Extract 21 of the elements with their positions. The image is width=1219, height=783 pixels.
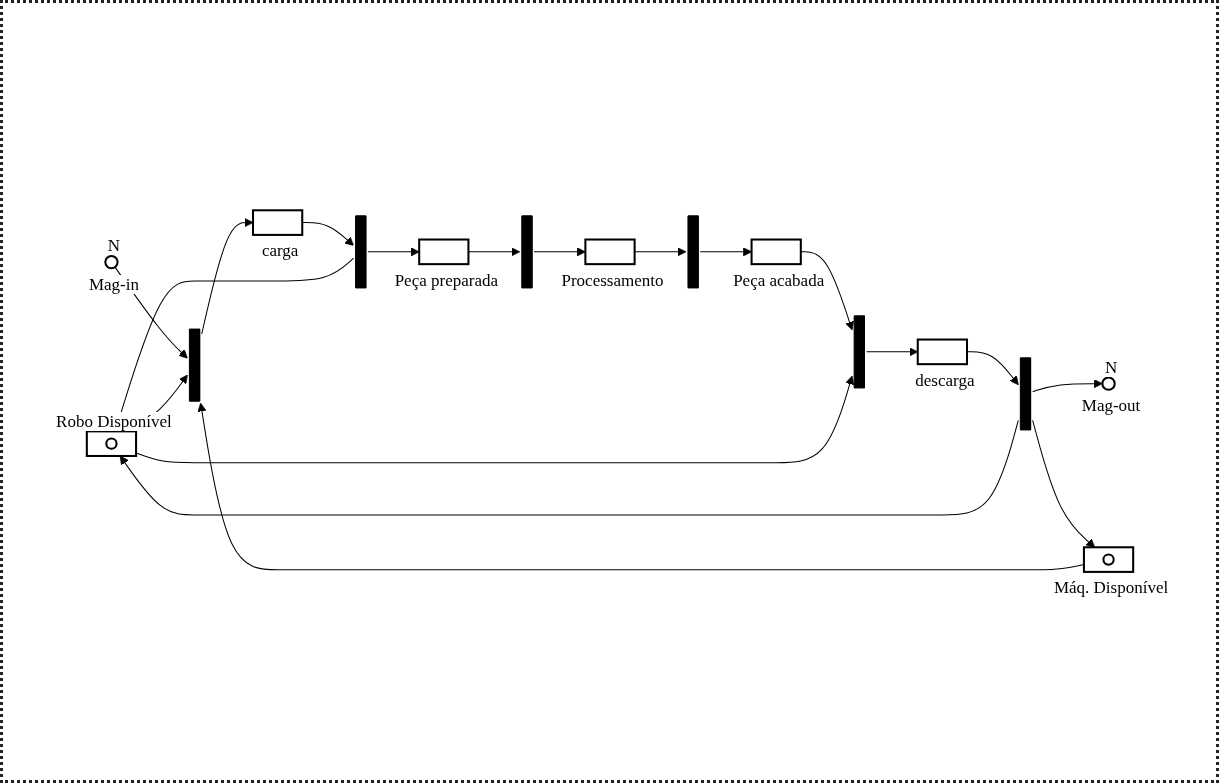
arrow: [467, 247, 520, 257]
node-box: [85, 430, 137, 458]
node-box: [750, 238, 802, 266]
arrow: [196, 403, 1084, 571]
node-circle: [103, 255, 119, 270]
place-label: Máq. Disponível: [1051, 578, 1171, 598]
node-box: [916, 338, 968, 366]
place-label: Mag-in: [86, 274, 141, 294]
node-box: [251, 209, 303, 237]
arrow: [1031, 379, 1103, 393]
node-box: [417, 238, 469, 266]
node-circle: [1100, 376, 1116, 392]
arrow: [865, 347, 918, 357]
arrow: [301, 222, 354, 247]
place-label: Robo Disponível: [54, 411, 174, 431]
node-box: [1082, 546, 1134, 574]
arrow: [135, 376, 854, 464]
arrow: [699, 247, 752, 257]
arrow: [200, 218, 253, 335]
arrow: [119, 420, 1019, 516]
node-box: [583, 238, 636, 266]
